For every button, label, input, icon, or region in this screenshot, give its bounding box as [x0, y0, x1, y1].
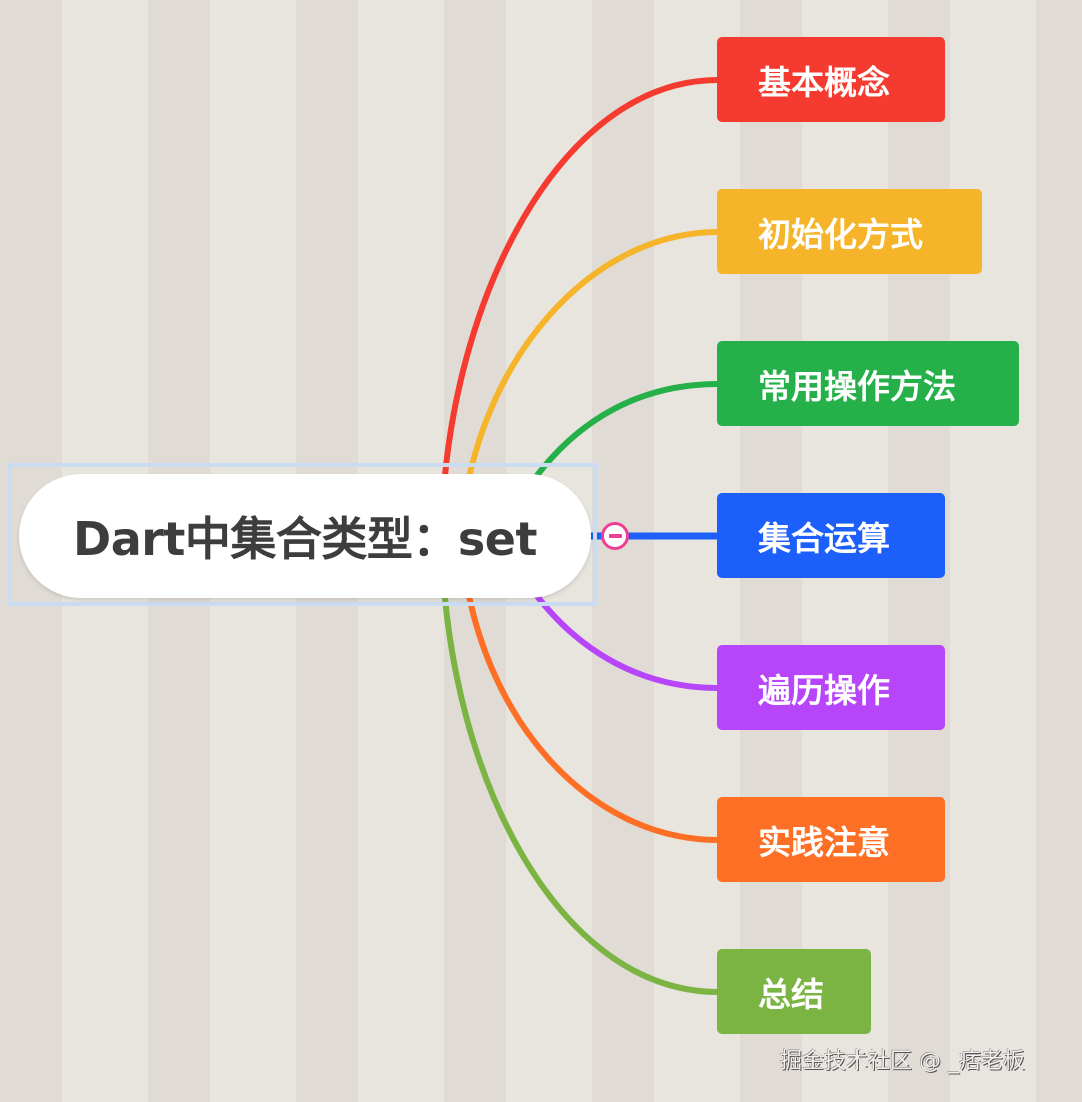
connector-summary [439, 549, 721, 995]
topic-set-operations[interactable]: 集合运算 [717, 493, 945, 578]
connector-common-methods [517, 381, 721, 503]
topic-label: 实践注意 [758, 822, 890, 862]
watermark: 掘金技术社区 @ _痞老板 [780, 1049, 1025, 1074]
topic-label: 总结 [758, 974, 824, 1014]
topic-summary[interactable]: 总结 [717, 949, 871, 1034]
topic-label: 基本概念 [758, 62, 890, 102]
topic-label: 常用操作方法 [758, 366, 956, 406]
connector-practice-notes [459, 549, 721, 843]
collapse-branch-button[interactable] [601, 522, 629, 550]
connector-traversal [517, 569, 721, 691]
topic-label: 集合运算 [758, 518, 890, 558]
minus-icon [608, 534, 622, 538]
root-selection-outline [8, 463, 597, 606]
topic-label: 遍历操作 [758, 670, 890, 710]
topic-initialization[interactable]: 初始化方式 [717, 189, 982, 274]
topic-practice-notes[interactable]: 实践注意 [717, 797, 945, 882]
connector-basic-concepts [439, 77, 721, 523]
root-topic[interactable]: Dart中集合类型：set [19, 474, 591, 598]
topic-common-methods[interactable]: 常用操作方法 [717, 341, 1019, 426]
connector-initialization [459, 229, 721, 523]
topic-label: 初始化方式 [758, 214, 923, 254]
root-topic-label: Dart中集合类型：set [73, 512, 537, 566]
topic-traversal[interactable]: 遍历操作 [717, 645, 945, 730]
topic-basic-concepts[interactable]: 基本概念 [717, 37, 945, 122]
